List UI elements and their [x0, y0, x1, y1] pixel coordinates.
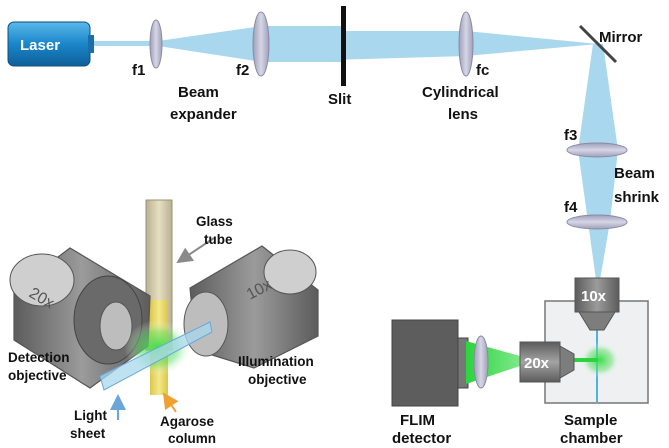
label-fc: fc: [476, 62, 489, 79]
label-agarose-2: column: [168, 431, 216, 446]
label-f3: f3: [564, 127, 577, 144]
shrink-beam-lower: [588, 222, 610, 280]
mirror: [578, 24, 618, 64]
tube-lens: [473, 335, 489, 389]
label-light-sheet-1: Light: [74, 408, 107, 423]
label-beam-expander-2: expander: [170, 106, 237, 123]
chamber-glow: [580, 342, 620, 378]
shrink-beam: [578, 150, 618, 222]
downward-beam: [578, 44, 618, 150]
label-sample-1: Sample: [564, 412, 617, 429]
top-objective-mag: 10x: [581, 288, 607, 305]
label-mirror: Mirror: [599, 29, 643, 46]
label-cylindrical-2: lens: [448, 106, 478, 123]
label-sample-2: chamber: [560, 430, 623, 447]
label-beam-expander-1: Beam: [178, 84, 219, 101]
label-detection-1: Detection: [8, 350, 70, 365]
label-f1: f1: [132, 62, 145, 79]
label-f2: f2: [236, 62, 249, 79]
label-f4: f4: [564, 199, 578, 216]
lens-f1: [149, 19, 163, 69]
illumination-objective: 10x: [183, 245, 319, 369]
agarose-arrow: [162, 392, 179, 413]
expanding-beam: [158, 26, 262, 62]
left-inset: 20x 10x Glass tube Detection objective I…: [8, 199, 319, 446]
label-illumination-2: objective: [248, 372, 307, 387]
lens-fc: [458, 11, 474, 77]
right-inset: 10x 20x FLIM detector Sample chamber: [391, 277, 649, 447]
glass-tube-arrow: [176, 237, 215, 264]
laser: Laser: [7, 21, 94, 67]
light-sheet: [99, 321, 213, 391]
emission-beam-short: [568, 358, 598, 362]
label-slit: Slit: [328, 91, 351, 108]
label-cylindrical-1: Cylindrical: [422, 84, 499, 101]
label-light-sheet-2: sheet: [70, 426, 106, 441]
label-flim-2: detector: [392, 430, 451, 447]
top-objective: 10x: [574, 277, 620, 331]
slit: [341, 6, 346, 86]
side-objective-mag: 20x: [524, 355, 550, 372]
lens-f4: [566, 214, 628, 230]
label-beam-shrink-2: shrink: [614, 189, 660, 206]
label-agarose-1: Agarose: [160, 414, 215, 429]
label-glass-tube-2: tube: [204, 232, 233, 247]
label-illumination-1: Illumination: [238, 354, 314, 369]
label-detection-2: objective: [8, 368, 67, 383]
label-glass-tube-1: Glass: [196, 214, 233, 229]
flim-detector: [391, 319, 469, 407]
label-beam-shrink-1: Beam: [614, 165, 655, 182]
converging-beam: [466, 31, 598, 56]
side-objective: 20x: [519, 341, 575, 383]
top-optical-path: Laser f1 f2 Beam expander Slit fc Cylind…: [7, 6, 660, 280]
slit-beam-segment: [344, 31, 466, 56]
lens-f2: [252, 11, 270, 77]
lens-f3: [566, 142, 628, 158]
thin-beam: [92, 41, 162, 46]
wide-beam-segment: [262, 26, 344, 62]
laser-label: Laser: [20, 37, 60, 54]
label-flim-1: FLIM: [400, 412, 435, 429]
